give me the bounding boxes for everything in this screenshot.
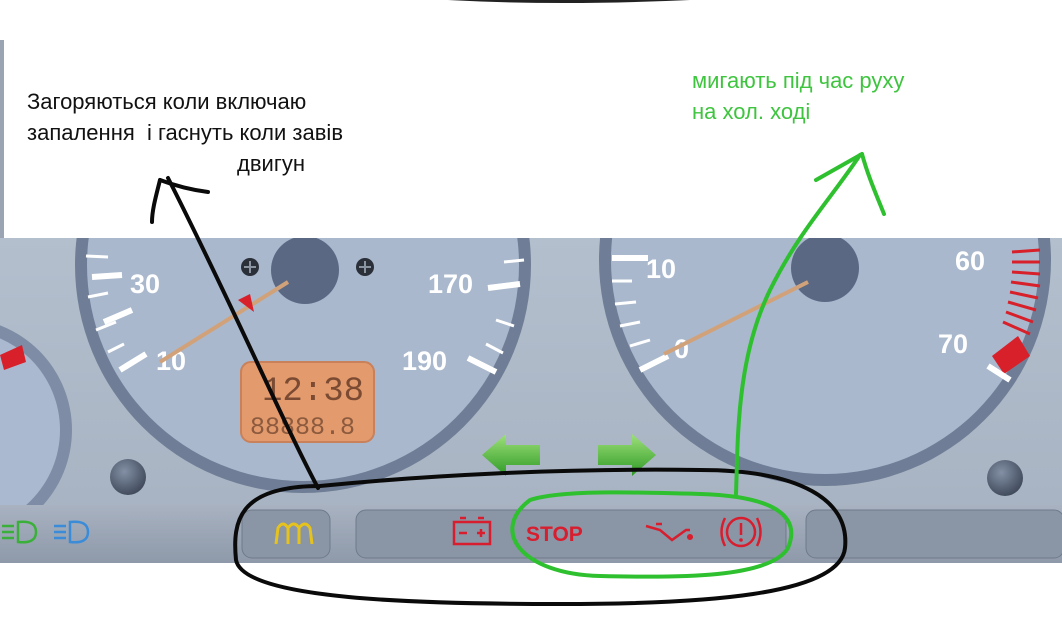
tacho-label-70: 70 (938, 329, 968, 359)
glow-plug-icon (274, 522, 314, 545)
redline-zone (1002, 248, 1041, 336)
turn-signal-right-icon (598, 434, 656, 476)
ignition-note-line-2: запалення і гаснуть коли завів (27, 120, 344, 145)
tacho-label-10: 10 (646, 254, 676, 284)
ignition-note-line-1: Загоряються коли включаю (27, 89, 307, 114)
stop-warning-light: STOP (526, 523, 583, 546)
lcd-display (240, 361, 375, 443)
speedo-label-30: 30 (130, 269, 160, 299)
left-trip-knob[interactable] (110, 459, 146, 495)
ignition-note: Загоряються коли включаю запалення і гас… (27, 86, 343, 179)
speedo-label-190: 190 (402, 346, 447, 376)
driving-note-line-2: на хол. ході (692, 99, 811, 124)
battery-icon (452, 516, 492, 546)
driving-note: мигають під час руху на хол. ході (692, 65, 904, 127)
turn-signal-left-icon (482, 434, 540, 476)
driving-note-line-1: мигають під час руху (692, 68, 905, 93)
speedometer-needle (158, 280, 290, 364)
low-beam-icon (2, 520, 38, 544)
ignition-group-outline (150, 176, 848, 606)
right-dimmer-knob[interactable] (987, 460, 1023, 496)
lcd-odometer: 88888.8 (250, 413, 355, 442)
driving-group-outline (510, 152, 886, 579)
tacho-label-60: 60 (955, 246, 985, 276)
speedo-label-170: 170 (428, 269, 473, 299)
oil-pressure-icon (645, 522, 694, 542)
tachometer-needle (663, 280, 809, 356)
ignition-note-line-3: двигун (237, 151, 305, 176)
brake-warning-icon (720, 516, 762, 548)
high-beam-icon (54, 520, 90, 544)
left-small-gauge (0, 325, 72, 535)
